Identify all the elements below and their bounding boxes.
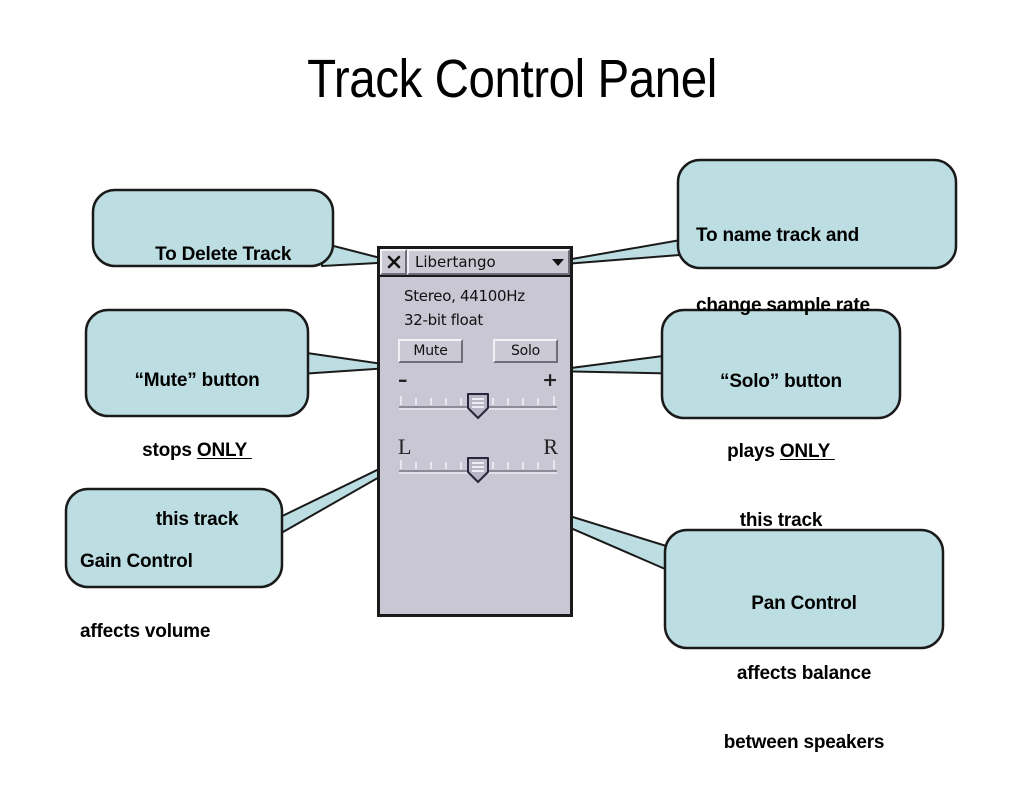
callout-line: this track (739, 510, 823, 532)
callout-name-track-text: To name track and change sample rate (696, 178, 956, 363)
callout-delete-track-text: To Delete Track (155, 244, 292, 266)
callout-line-prefix: plays (727, 440, 780, 462)
callout-line: Pan Control (751, 593, 857, 615)
callout-emphasis: ONLY (779, 440, 835, 462)
pan-slider-labels: L R (397, 434, 559, 459)
callout-solo[interactable] (660, 308, 902, 420)
mute-button[interactable]: Mute (398, 339, 463, 363)
gain-slider-group: – + (397, 371, 559, 419)
callout-line: this track (155, 509, 239, 531)
gain-plus-label: + (542, 369, 558, 391)
track-name-dropdown[interactable]: Libertango (407, 249, 570, 275)
callout-line: “Mute” button (134, 370, 260, 392)
track-panel-body: Stereo, 44100Hz 32-bit float Mute Solo –… (380, 277, 570, 614)
chevron-down-icon (552, 258, 564, 266)
pan-left-label: L (398, 434, 412, 459)
callout-line: To name track and (696, 225, 860, 247)
track-format-text: Stereo, 44100Hz (404, 287, 525, 305)
callout-gain[interactable] (64, 487, 284, 589)
mute-solo-row: Mute Solo (398, 339, 558, 363)
pan-slider-thumb[interactable] (467, 457, 489, 483)
track-name-label: Libertango (415, 253, 496, 271)
callout-line: “Solo” button (720, 371, 842, 393)
track-panel-titlebar: Libertango (380, 249, 570, 277)
callout-line: stops ONLY (86, 439, 308, 462)
pan-slider-track-wrap[interactable] (397, 457, 559, 483)
gain-slider-labels: – + (397, 371, 559, 395)
callout-pan-text: Pan Control affects balance between spea… (665, 546, 943, 801)
callout-line: plays ONLY (662, 440, 900, 463)
callout-line: Gain Control (80, 551, 193, 573)
callout-bubbles (64, 158, 958, 650)
gain-minus-label: – (398, 369, 408, 391)
page-title: Track Control Panel (307, 49, 717, 109)
callout-line: affects balance (736, 662, 872, 684)
close-track-button[interactable] (380, 249, 407, 275)
pan-slider-group: L R (397, 434, 559, 483)
pan-right-label: R (543, 434, 558, 459)
slide-canvas: Track Control Panel T (64, 49, 958, 753)
track-control-panel: Libertango Stereo, 44100Hz 32-bit float … (377, 246, 573, 617)
track-bitdepth-text: 32-bit float (404, 311, 483, 329)
callout-line-prefix: stops (142, 439, 197, 461)
solo-button[interactable]: Solo (493, 339, 558, 363)
callout-emphasis: ONLY (196, 439, 252, 461)
callout-name-track[interactable] (676, 158, 958, 270)
close-x-icon (387, 255, 400, 269)
gain-slider-track-wrap[interactable] (397, 393, 559, 419)
pan-slider[interactable] (397, 457, 559, 483)
callout-mute[interactable] (84, 308, 310, 418)
callout-line: change sample rate (696, 294, 870, 316)
callout-pan[interactable] (663, 528, 945, 650)
pan-slider-ticks (400, 460, 555, 469)
gain-slider-thumb[interactable] (467, 393, 489, 419)
callout-gain-text: Gain Control affects volume (80, 504, 285, 689)
callout-line: affects volume (80, 620, 211, 642)
gain-slider[interactable] (397, 393, 559, 419)
callout-delete-track[interactable] (91, 188, 335, 268)
callout-line: between speakers (723, 732, 885, 754)
callout-mute-text: “Mute” button stops ONLY this track (86, 323, 308, 578)
callout-solo-text: “Solo” button plays ONLY this track (662, 324, 900, 579)
